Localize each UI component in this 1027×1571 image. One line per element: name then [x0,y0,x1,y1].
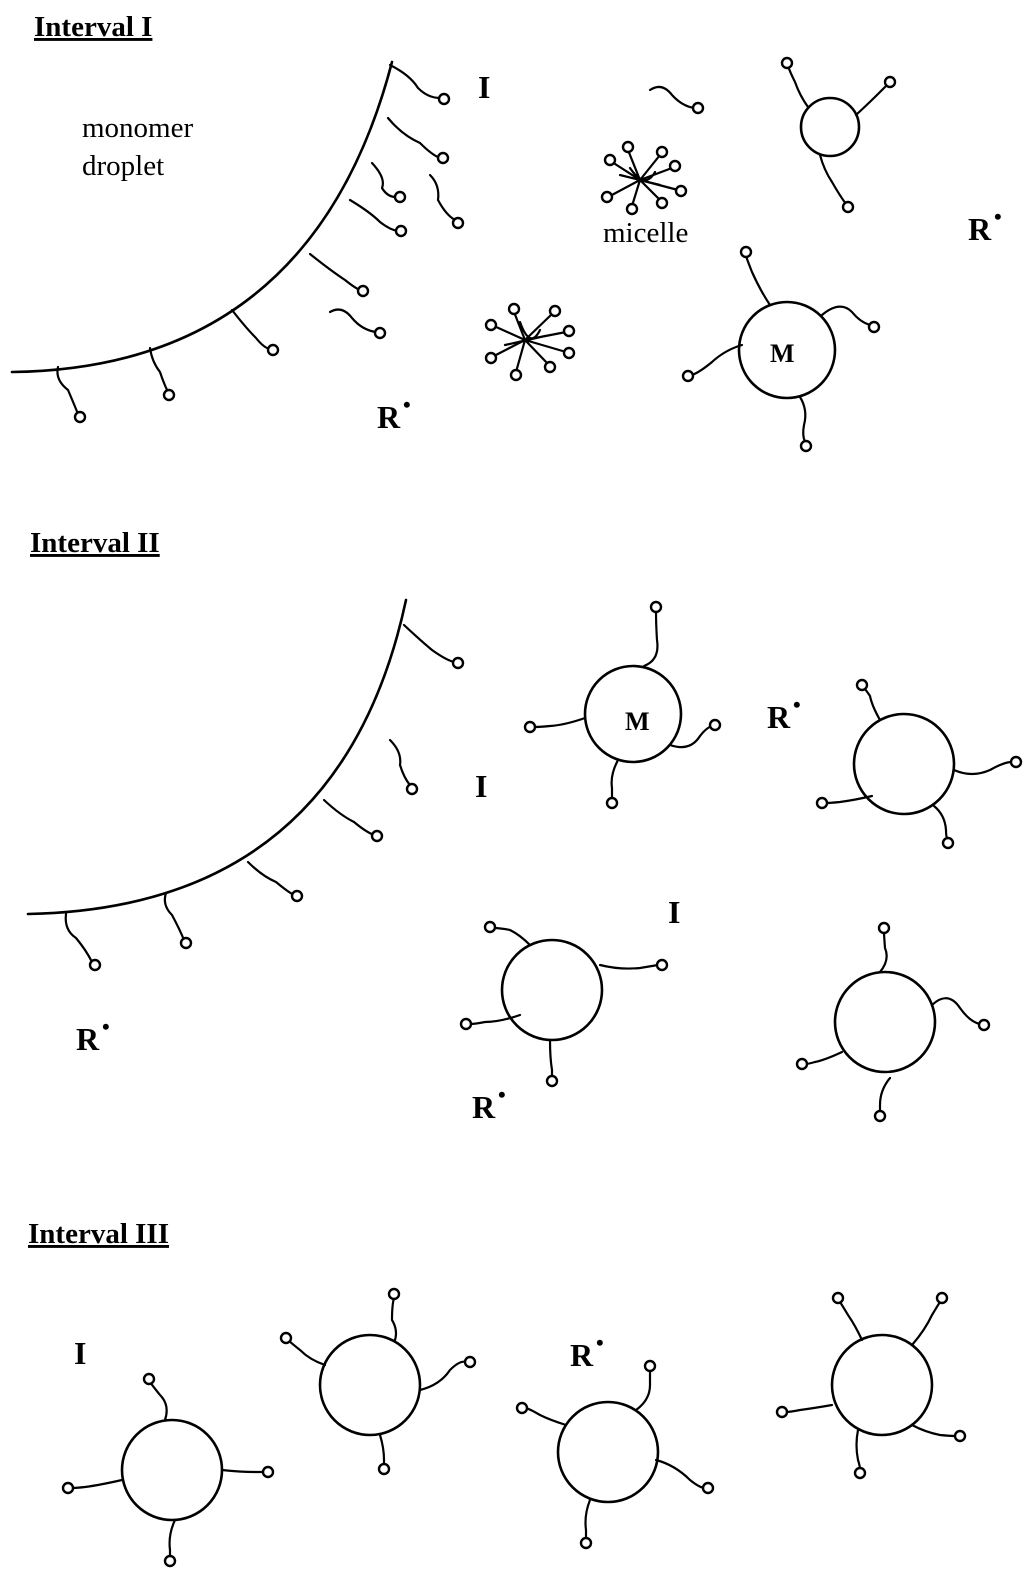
droplet-surfactants-interval-two [64,623,465,972]
radical-dot-top-interval-one: • [994,204,1002,229]
particle-small-interval-one [780,56,897,214]
monomer-swollen-particle-interval-two: M [523,600,722,810]
radical-label-bottom-interval-one: R [377,399,401,435]
interval-three-heading: Interval III [28,1218,169,1250]
particle-m-label-interval-two: M [625,707,650,736]
radical-label-interval-two-bottom: R [472,1089,496,1125]
initiator-label-interval-two-left: I [475,768,487,804]
initiator-label-interval-three: I [74,1335,86,1371]
free-surfactants [328,85,705,340]
radical-dot-bottom-interval-one: • [403,392,411,417]
radical-dot-interval-two-left: • [102,1014,110,1039]
interval-three-panel: Interval III [28,1218,967,1568]
micelle-label: micelle [603,217,688,249]
initiator-label-interval-two-right: I [668,894,680,930]
interval-one-heading: Interval I [34,11,152,43]
droplet-surfactants [56,63,451,424]
particle-2-interval-three [279,1287,477,1476]
monomer-swollen-particle-interval-one: M [681,245,881,453]
radical-dot-interval-two-top: • [793,692,801,717]
interval-two-panel: Interval II M [26,527,1023,1125]
particle-top-right-interval-two [815,678,1023,850]
radical-label-top-interval-one: R [968,211,992,247]
radical-label-interval-three: R [570,1337,594,1373]
monomer-droplet-boundary [10,60,394,374]
radical-dot-interval-three: • [596,1330,604,1355]
micelle-lower [484,302,576,382]
particle-bottom-right-interval-two [795,921,991,1123]
monomer-droplet-label-line1: monomer [82,112,193,144]
radical-dot-interval-two-bottom: • [498,1082,506,1107]
initiator-label-interval-one: I [478,69,490,105]
particle-bottom-left-interval-two [459,920,669,1088]
particle-3-interval-three [515,1359,715,1550]
radical-label-interval-two-left: R [76,1021,100,1057]
monomer-droplet-boundary-interval-two [26,598,408,916]
particle-m-label: M [770,339,795,368]
micelle-upper [600,140,688,216]
free-surfactant-interval-two [388,738,419,796]
radical-label-interval-two-top: R [767,699,791,735]
particle-4-interval-three [775,1291,967,1480]
interval-one-panel: Interval I monomer droplet [10,11,1002,453]
interval-two-heading: Interval II [30,527,160,559]
monomer-droplet-label-line2: droplet [82,150,164,182]
particle-1-interval-three [61,1372,275,1568]
